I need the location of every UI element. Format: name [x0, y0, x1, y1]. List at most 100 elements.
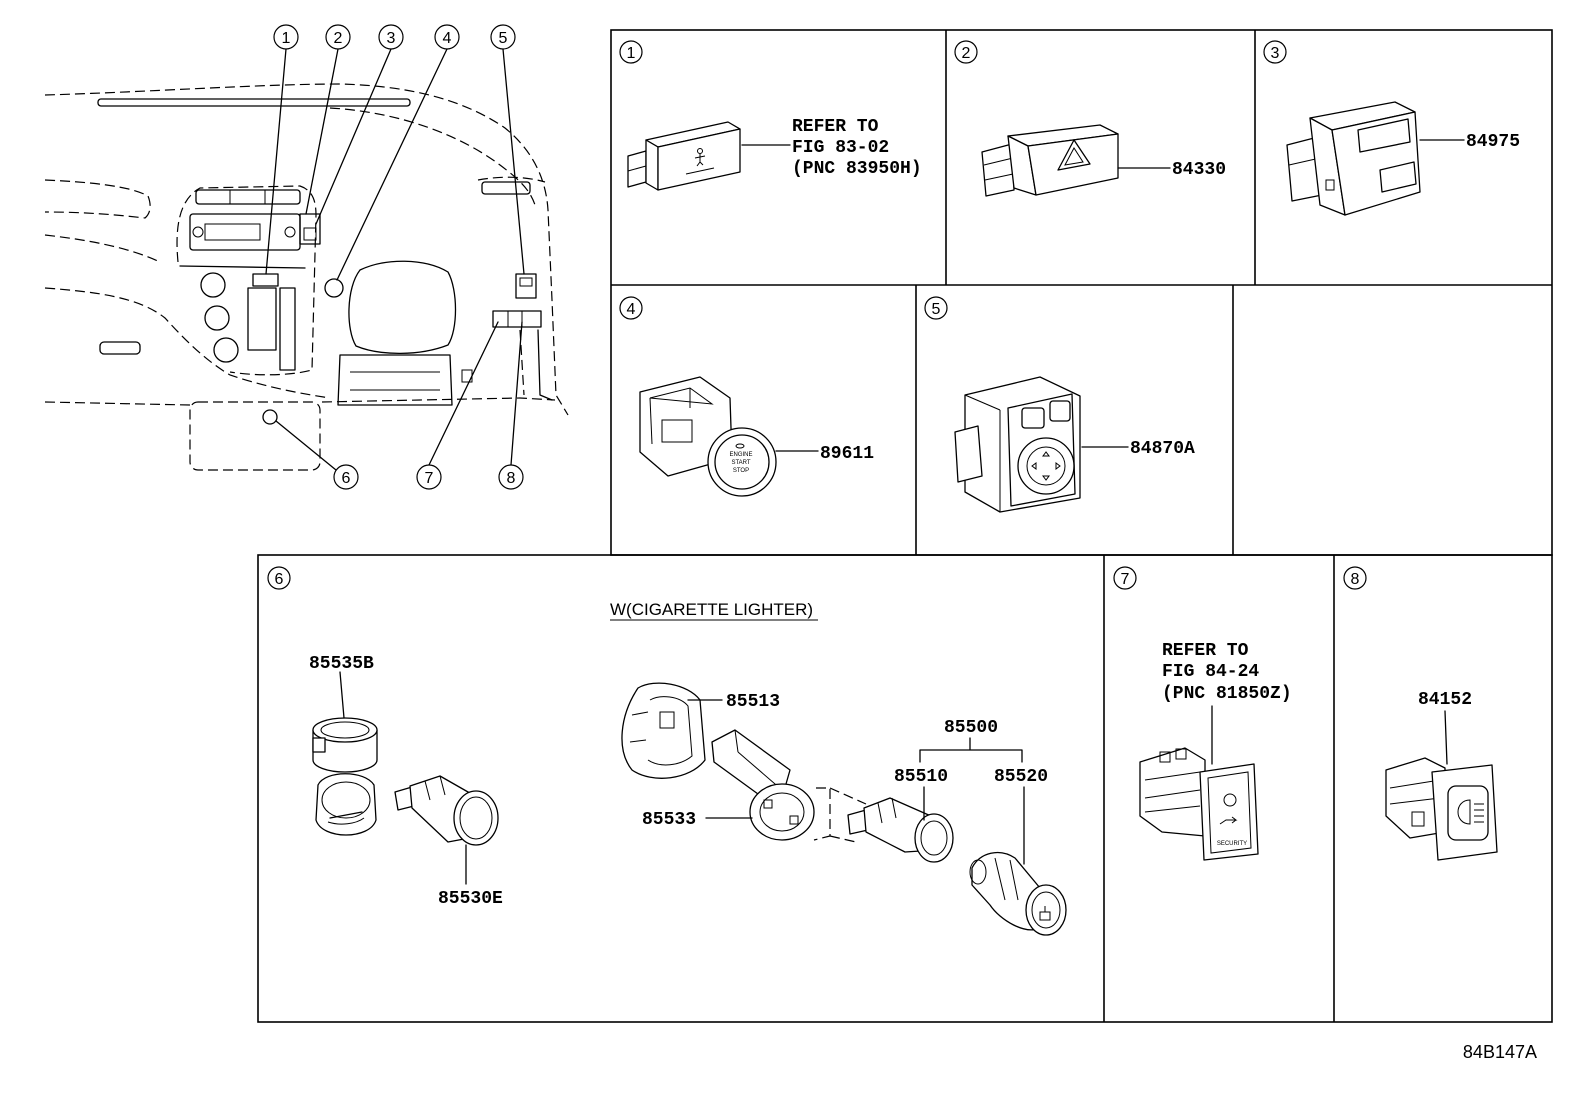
gauge-dial — [200, 272, 226, 298]
button-text: ENGINE — [729, 452, 752, 458]
callout-number: 2 — [334, 30, 343, 47]
leader-overview-6 — [275, 420, 337, 471]
dashboard-bottom-left — [44, 401, 191, 406]
part-number: 84975 — [1466, 132, 1520, 152]
panel-5-number: 5 — [924, 296, 948, 320]
panel-number: 5 — [932, 301, 941, 318]
leader-overview-1 — [265, 48, 287, 275]
left-side-vent — [99, 341, 141, 355]
right-lower-outline — [537, 329, 553, 401]
part-number: 85510 — [894, 767, 948, 787]
overview-callout-3: 3 — [378, 24, 404, 50]
lighter-body-drawing — [847, 797, 954, 863]
steering-wheel — [348, 260, 457, 355]
radio-display — [204, 223, 261, 241]
leader-85535B — [339, 671, 345, 719]
leader-overview-5 — [502, 48, 525, 275]
part-number: 85513 — [726, 692, 780, 712]
overview-callout-6: 6 — [333, 464, 359, 490]
callout-number: 4 — [443, 30, 452, 47]
panel-number: 2 — [962, 45, 971, 62]
switch-block-drawing — [1286, 101, 1421, 216]
radio-knob — [192, 226, 204, 238]
part-number: 85533 — [642, 810, 696, 830]
part-number: 84152 — [1418, 690, 1472, 710]
power-socket-drawing — [394, 775, 499, 846]
right-vent — [481, 181, 531, 195]
panel-7-number: 7 — [1113, 566, 1137, 590]
overview-callout-2: 2 — [325, 24, 351, 50]
center-panel-slot — [279, 287, 296, 371]
overview-switch-2-3 — [299, 213, 321, 245]
part-number: 85535B — [309, 654, 374, 674]
part-number: 85500 — [944, 718, 998, 738]
lighter-icon — [1039, 906, 1051, 921]
callout-number: 3 — [387, 30, 396, 47]
panel-6: 6 W(CIGARETTE LIGHTER) 85535B 85530E — [267, 566, 1067, 936]
part-number: 85530E — [438, 889, 503, 909]
assembly-projection-lines — [813, 787, 867, 843]
headlamp-icon — [1457, 799, 1484, 825]
panel-3: 3 84975 — [1263, 40, 1520, 216]
part-number: 84870A — [1130, 439, 1195, 459]
push-start-switch-drawing: ENGINE START STOP — [639, 376, 777, 497]
overview-callout-4: 4 — [434, 24, 460, 50]
headlamp-leveling-switch-drawing — [1385, 757, 1498, 861]
refer-pnc: (PNC 81850Z) — [1162, 684, 1292, 704]
panel-number: 8 — [1351, 571, 1360, 588]
leader-overview-7 — [428, 321, 499, 466]
overview-switch-bank — [492, 310, 542, 328]
indicator-switch-drawing — [627, 121, 741, 191]
center-panel-slot — [247, 287, 277, 351]
diagram-id: 84B147A — [1463, 1042, 1537, 1062]
leader-overview-3 — [315, 48, 392, 225]
leader-overview-2 — [305, 48, 339, 215]
lighter-connector-drawing — [711, 729, 791, 799]
part-number: 85520 — [994, 767, 1048, 787]
panel-4-number: 4 — [619, 296, 643, 320]
mirror-select-button — [1021, 407, 1045, 429]
mirror-switch-drawing — [954, 376, 1081, 513]
security-indicator-icon — [1223, 793, 1237, 807]
button-text: START — [731, 460, 750, 466]
callout-number: 6 — [342, 470, 351, 487]
panel-number: 7 — [1121, 571, 1130, 588]
overview-switch-2-3-inner — [303, 227, 317, 241]
left-vent-outline — [44, 179, 151, 219]
overview-callout-1: 1 — [273, 24, 299, 50]
hazard-triangle-icon — [1064, 147, 1084, 166]
mirror-direction-pad — [1017, 437, 1075, 495]
panel-grid-bottom — [257, 554, 1553, 1023]
mirror-select-button — [1049, 400, 1071, 422]
overview-switch-4 — [324, 278, 344, 298]
overview-callout-7: 7 — [416, 464, 442, 490]
radio-unit — [189, 213, 301, 251]
refer-figure: FIG 83-02 — [792, 138, 889, 158]
panel-2: 2 84330 — [954, 40, 1226, 197]
dashboard-overview: 1 2 3 4 5 6 7 8 — [44, 24, 569, 490]
callout-number: 5 — [499, 30, 508, 47]
part-number: 84330 — [1172, 160, 1226, 180]
right-vent-outline — [477, 176, 546, 183]
arrow-icon — [1031, 451, 1061, 481]
panel-7: 7 REFER TO FIG 84-24 (PNC 81850Z) SECURI… — [1113, 566, 1292, 861]
center-divider — [179, 265, 306, 269]
overview-switch-1 — [252, 273, 279, 287]
hazard-switch-drawing — [981, 124, 1119, 197]
panel-number: 4 — [627, 301, 636, 318]
button-text: STOP — [733, 468, 749, 474]
overview-callout-8: 8 — [498, 464, 524, 490]
radio-knob — [284, 226, 296, 238]
hazard-triangle-icon — [1057, 139, 1091, 171]
panel-4: 4 ENGINE START STOP 89611 — [619, 296, 874, 497]
glovebox — [189, 401, 321, 471]
overview-callout-5: 5 — [490, 24, 516, 50]
glovebox-lock — [262, 409, 278, 425]
steering-column — [337, 354, 453, 406]
callout-number: 8 — [507, 470, 516, 487]
dashboard-upper-line — [329, 107, 536, 206]
refer-to-label: REFER TO — [1162, 641, 1249, 661]
callout-number: 7 — [425, 470, 434, 487]
gauge-dial — [204, 305, 230, 331]
